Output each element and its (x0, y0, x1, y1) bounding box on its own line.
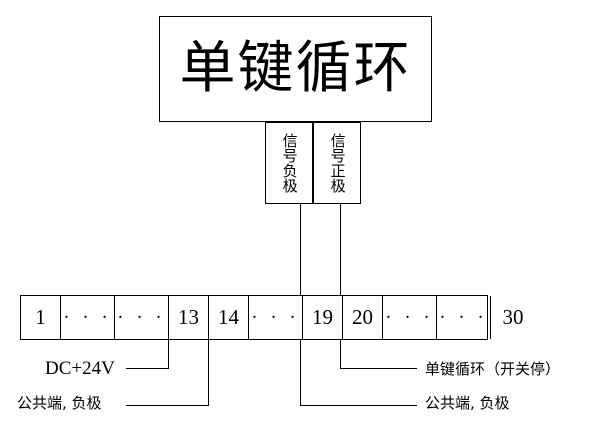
page-title: 单键循环 (179, 36, 412, 101)
terminal-cell: 20 (343, 296, 383, 339)
leader-wire-20-vertical (340, 340, 341, 368)
leader-wire-20-horizontal (340, 368, 417, 369)
leader-wire-14-vertical (208, 340, 209, 405)
title-box: 单键循环 (159, 16, 432, 122)
terminal-cell: 13 (169, 296, 209, 339)
label-dc-supply: DC+24V (45, 358, 115, 379)
terminal-cell: · · · (437, 296, 491, 339)
terminal-cell: · · · (249, 296, 303, 339)
leader-wire-19-vertical (300, 340, 301, 405)
leader-wire-14-horizontal (126, 405, 209, 406)
signal-negative-label: 信号负极 (280, 133, 299, 193)
leader-wire-19-horizontal (300, 405, 417, 406)
terminal-cell: · · · (383, 296, 437, 339)
leader-wire-13-horizontal (126, 368, 169, 369)
terminal-cell: · · · (115, 296, 169, 339)
terminal-cell: 30 (502, 305, 524, 329)
terminal-cell: 19 (303, 296, 343, 339)
signal-positive-box: 信号正极 (313, 122, 361, 204)
label-single-key-cycle: 单键循环（开关停） (425, 360, 561, 378)
signal-negative-box: 信号负极 (265, 122, 313, 204)
terminal-strip: 1 · · · · · · 13 14 · · · 19 20 · · · · … (20, 295, 524, 340)
terminal-cell: · · · (61, 296, 115, 339)
wire-signal-positive-to-20 (340, 203, 341, 296)
wire-signal-negative-to-19 (300, 203, 301, 296)
leader-wire-13-vertical (168, 340, 169, 368)
terminal-cell: 14 (209, 296, 249, 339)
label-common-negative-right: 公共端, 负极 (425, 394, 510, 412)
terminal-cell: 1 (21, 296, 61, 339)
signal-positive-label: 信号正极 (328, 133, 347, 193)
label-common-negative-left: 公共端, 负极 (17, 394, 102, 412)
